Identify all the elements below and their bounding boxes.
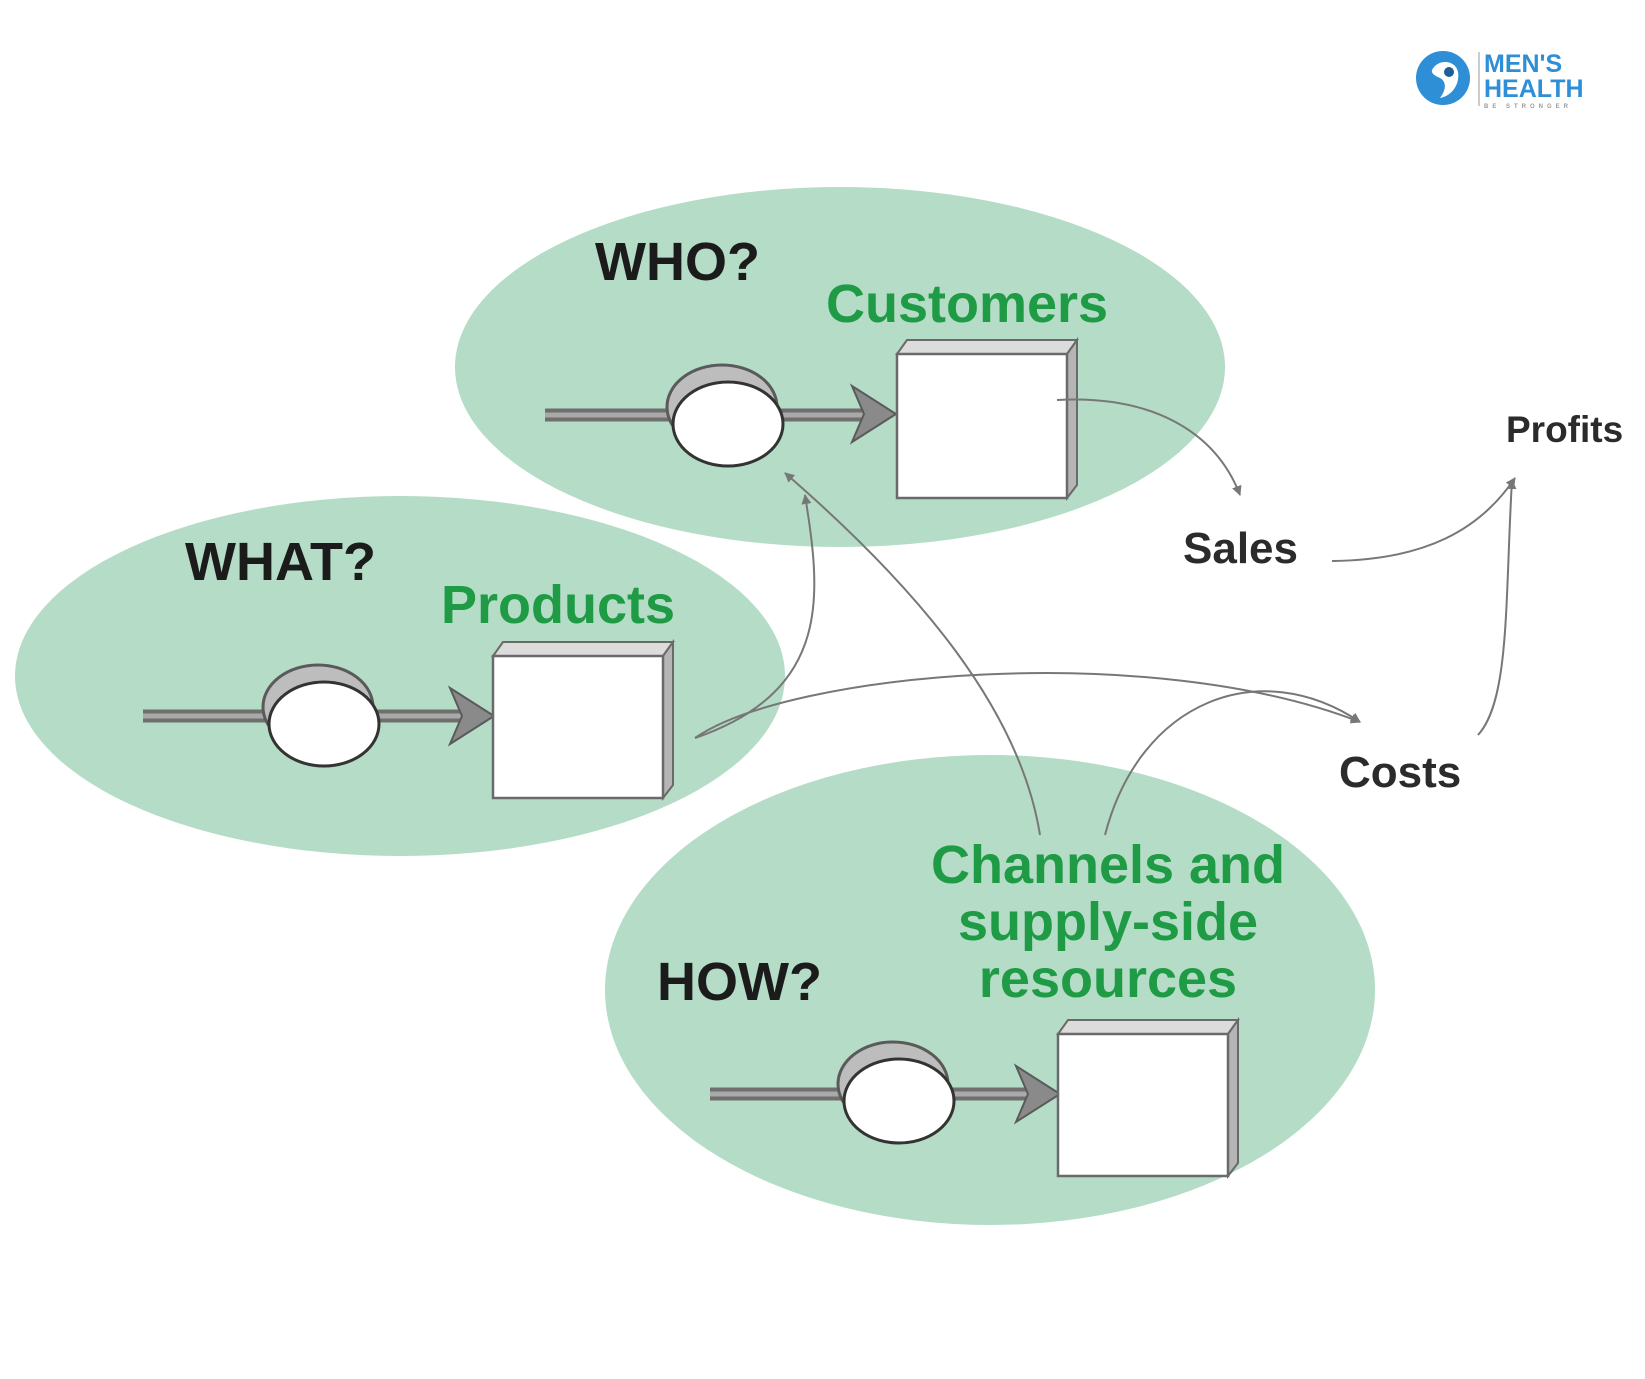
what-stock-box (491, 654, 665, 800)
who-stock-flow (545, 336, 1079, 501)
channels-label-line3: resources (979, 949, 1237, 1009)
what-stock-box-side (662, 638, 674, 801)
logo-line1: MEN'S (1484, 50, 1562, 78)
channels-label-line1: Channels and (931, 835, 1285, 895)
how-question-label: HOW? (657, 952, 822, 1012)
who-ellipse (455, 187, 1225, 547)
costs-label: Costs (1339, 748, 1461, 797)
who-stock-box-top (895, 339, 1079, 355)
what-valve (267, 680, 381, 768)
what-flow-arrow (447, 685, 496, 747)
products-to-costs-arrow (694, 672, 1361, 739)
connectors (694, 398, 1517, 836)
how-valve (842, 1057, 956, 1145)
costs-to-profits-arrow (1477, 479, 1517, 736)
channels-to-costs-arrow (1104, 690, 1361, 836)
what-stock-box-top (491, 641, 675, 657)
who-stock-box (895, 352, 1069, 500)
customers-to-sales-arrow (1056, 398, 1242, 496)
what-question-label: WHAT? (185, 532, 376, 592)
logo-line2: HEALTH (1484, 75, 1584, 103)
how-stock-box-side (1227, 1016, 1239, 1179)
profits-label: Profits (1506, 409, 1623, 450)
how-stock-flow (710, 1016, 1240, 1179)
how-stock-box (1056, 1032, 1230, 1178)
runner-head-icon-dot (1444, 67, 1454, 77)
sales-to-profits-arrow (1331, 477, 1516, 562)
how-flow-arrow (1013, 1063, 1062, 1125)
who-valve (671, 380, 785, 468)
channels-label-line2: supply-side (958, 892, 1258, 952)
who-flow-arrow (849, 383, 898, 445)
sales-label: Sales (1183, 524, 1298, 573)
logo-tagline: BE STRONGER (1484, 104, 1572, 110)
products-label: Products (441, 575, 675, 635)
channels-to-customers-arrow (784, 472, 1041, 836)
who-stock-box-side (1066, 336, 1078, 501)
who-question-label: WHO? (595, 232, 760, 292)
products-to-customers-arrow (694, 494, 816, 739)
customers-label: Customers (826, 274, 1108, 334)
how-stock-box-top (1056, 1019, 1240, 1035)
mens-health-logo: MEN'S HEALTH BE STRONGER (1416, 50, 1584, 110)
what-stock-flow (143, 638, 675, 801)
